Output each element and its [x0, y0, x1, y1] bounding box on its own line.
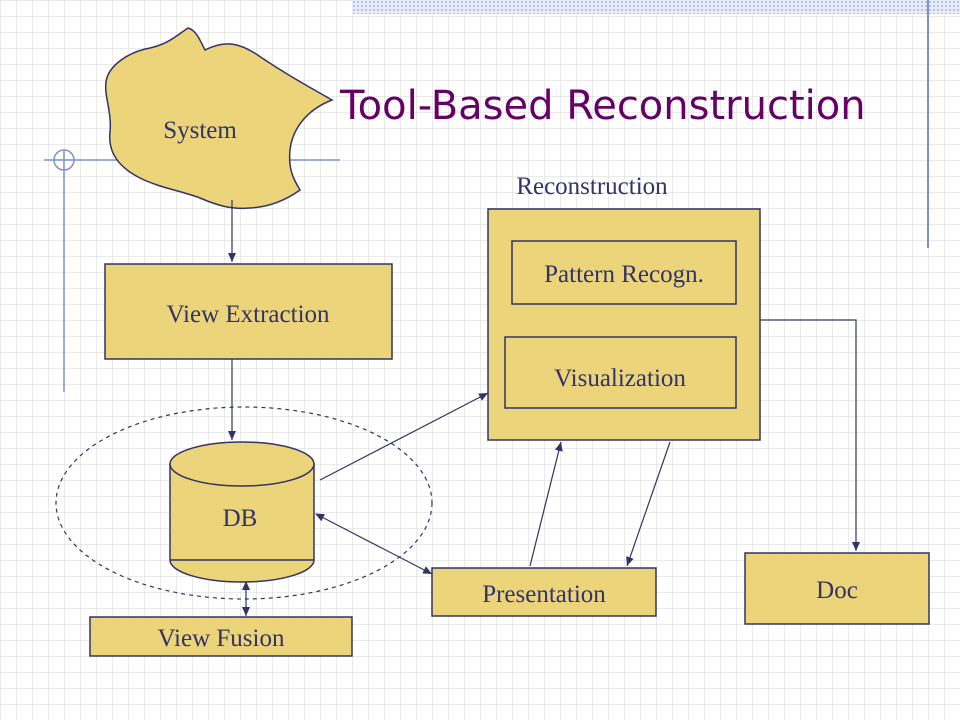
presentation-box: Presentation	[431, 567, 657, 617]
reconstruction-label: Reconstruction	[516, 173, 668, 200]
presentation-label: Presentation	[482, 581, 606, 608]
accent-circle-icon	[53, 149, 75, 171]
arrow-db-presentation	[315, 513, 433, 575]
pattern-recogn-box: Pattern Recogn.	[511, 240, 737, 305]
view-fusion-label: View Fusion	[158, 625, 285, 652]
system-cloud: System	[104, 27, 334, 210]
doc-label: Doc	[816, 577, 858, 604]
db-cylinder: DB	[169, 441, 315, 583]
arrow-presentation-to-reconstruction	[529, 441, 563, 567]
visualization-label: Visualization	[554, 365, 686, 392]
slide-title: Tool-Based Reconstruction	[340, 83, 866, 129]
db-label: DB	[223, 505, 258, 532]
view-extraction-label: View Extraction	[166, 301, 330, 328]
visualization-box: Visualization	[504, 336, 737, 409]
view-extraction-box: View Extraction	[104, 263, 393, 360]
system-label: System	[163, 117, 237, 144]
arrow-reconstruction-to-doc	[760, 319, 860, 551]
top-dotted-band	[352, 0, 960, 14]
doc-box: Doc	[744, 552, 930, 625]
db-group-ellipse	[55, 406, 433, 600]
arrow-reconstruction-to-presentation	[626, 441, 671, 567]
view-fusion-box: View Fusion	[89, 616, 353, 657]
arrow-db-to-reconstruction	[319, 392, 489, 481]
pattern-recogn-label: Pattern Recogn.	[544, 261, 704, 288]
